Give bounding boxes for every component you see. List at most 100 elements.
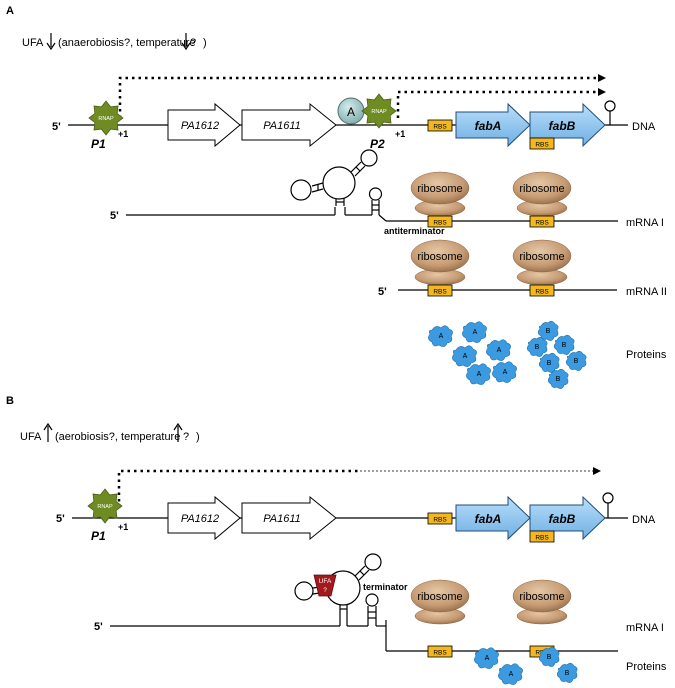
panel-a-letter: A	[6, 5, 14, 17]
protein-a-label: A	[497, 347, 502, 354]
dna-label: DNA	[632, 121, 656, 133]
gene-faba-label: fabA	[475, 512, 502, 526]
protein-b-label: B	[547, 654, 552, 661]
protein-a-label: A	[503, 369, 508, 376]
panel-a-condition: UFA (anaerobiosis?, temperature ? )	[22, 33, 207, 51]
rnap-p2: RNAP	[361, 93, 397, 129]
protein-b-label: B	[546, 328, 551, 335]
transcript-p2-arrow	[396, 88, 606, 118]
ribosome-label: ribosome	[417, 251, 462, 263]
gene-pa1612	[167, 495, 241, 541]
protein-a-label: A	[477, 371, 482, 378]
mrna-i-label: mRNA I	[626, 622, 664, 634]
five-prime-label: 5'	[52, 121, 61, 133]
rnap-p1-icon	[87, 488, 123, 524]
temperature-down-arrow-icon	[181, 33, 191, 51]
protein-b-label: B	[547, 360, 552, 367]
protein-b-label: B	[562, 342, 567, 349]
condition-text: (anaerobiosis?, temperature	[58, 37, 196, 49]
protein-b-label: B	[574, 358, 579, 365]
rbs-box	[529, 284, 555, 297]
gene-pa1612	[167, 102, 241, 148]
condition-question: ?	[190, 37, 196, 49]
gene-fabb-label: fabB	[549, 512, 576, 526]
gene-pa1612-label: PA1612	[181, 120, 219, 132]
ribosome-icon: ribosome	[512, 171, 572, 217]
rnap-p1-icon	[88, 100, 124, 136]
proteins-label: Proteins	[626, 349, 667, 361]
five-prime-label: 5'	[56, 513, 65, 525]
protein-b-label: B	[556, 376, 561, 383]
rbs-label: RBS	[433, 289, 447, 296]
condition-question: ?	[183, 431, 189, 443]
p2-start: +1	[395, 129, 405, 139]
protein-a-label: A	[439, 333, 444, 340]
rna-secondary-structure-icon	[290, 149, 387, 222]
protein-a-label: A	[485, 655, 490, 662]
rnap-p2-icon	[361, 93, 397, 129]
protein-b-labels: B B B B B B	[535, 328, 579, 383]
transcript-p1-arrow	[118, 74, 606, 118]
rbs-label: RBS	[535, 220, 549, 227]
rnap-label: RNAP	[371, 109, 387, 115]
protein-a-label: A	[463, 353, 468, 360]
protein-b-label: B	[565, 670, 570, 677]
terminator-icon	[602, 492, 614, 518]
gene-pa1611-label: PA1611	[263, 513, 301, 525]
rbs-label: RBS	[433, 650, 447, 657]
rnap-label: RNAP	[98, 116, 114, 122]
ribosome-label: ribosome	[519, 183, 564, 195]
gene-pa1611	[241, 495, 337, 541]
p2-label: P2	[370, 137, 385, 151]
rbs-box	[529, 215, 555, 228]
terminator-label: terminator	[363, 582, 408, 592]
gene-pa1611-label: PA1611	[263, 120, 301, 132]
p1-label: P1	[91, 529, 106, 543]
condition-text: (aerobiosis?, temperature	[55, 431, 180, 443]
gene-faba	[455, 495, 531, 541]
panel-b-condition: UFA (aerobiosis?, temperature ? )	[20, 422, 200, 443]
gene-pa1611	[241, 102, 337, 148]
ribosome-label: ribosome	[519, 251, 564, 263]
ufa-down-arrow-icon	[46, 33, 56, 51]
mrna-i-label: mRNA I	[626, 217, 664, 229]
ribosome-icon: ribosome	[410, 171, 470, 217]
activator-label: A	[347, 105, 355, 119]
proteins-label: Proteins	[626, 661, 667, 673]
five-prime-label: 5'	[110, 210, 119, 222]
ribosome-icon: ribosome	[512, 239, 572, 286]
panel-b: B UFA (aerobiosis?, temperature ? ) 5' R…	[6, 395, 667, 685]
gene-pa1612-label: PA1612	[181, 513, 219, 525]
rbs-box	[427, 645, 453, 658]
p1-start: +1	[118, 522, 128, 532]
rbs-box	[427, 284, 453, 297]
condition-close: )	[203, 37, 207, 49]
rbs-box	[427, 215, 453, 228]
panel-b-letter: B	[6, 395, 14, 407]
rbs-label: RBS	[433, 517, 447, 524]
rbs-label: RBS	[535, 289, 549, 296]
gene-fabb-label: fabB	[549, 119, 576, 133]
rbs-label: RBS	[433, 124, 447, 131]
terminator-icon	[604, 100, 616, 125]
p1-start: +1	[118, 129, 128, 139]
protein-a-label: A	[473, 329, 478, 336]
gene-faba	[455, 102, 531, 148]
p1-label: P1	[91, 137, 106, 151]
five-prime-label: 5'	[378, 286, 387, 298]
protein-a-icon	[428, 321, 517, 385]
rbs-box	[427, 119, 453, 132]
ribosome-label: ribosome	[417, 591, 462, 603]
five-prime-label: 5'	[94, 621, 103, 633]
ribosome-icon: ribosome	[410, 579, 470, 625]
ufa-sensor-bottom: ?	[323, 587, 327, 594]
gene-faba-label: fabA	[475, 119, 502, 133]
ribosome-icon: ribosome	[410, 239, 470, 286]
protein-a-labels: A A A A A A	[439, 329, 508, 378]
rbs-box	[529, 530, 555, 543]
protein-b-icon	[538, 646, 578, 683]
rbs-box	[427, 512, 453, 525]
dna-label: DNA	[632, 514, 656, 526]
protein-b-label: B	[535, 344, 540, 351]
protein-a-label: A	[509, 671, 514, 678]
